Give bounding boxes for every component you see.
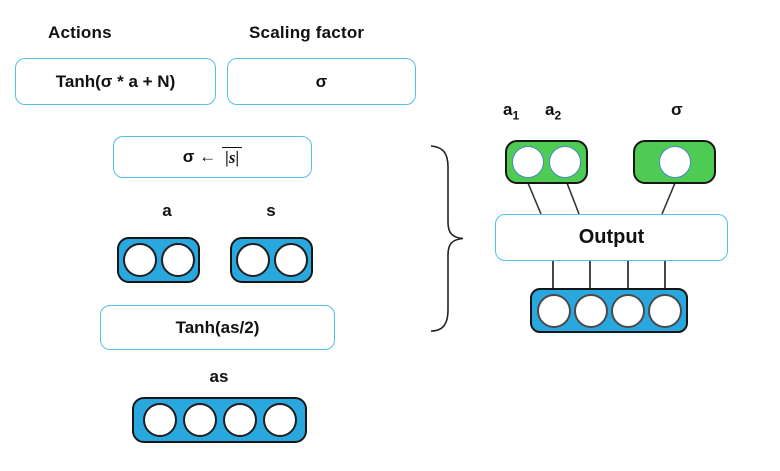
sigma-update-box: σ ← |s|: [113, 136, 312, 178]
unit-node: [610, 293, 645, 328]
sigma-update-overlined-term: |s|: [222, 146, 243, 168]
a2-base: a: [545, 100, 555, 119]
scaling-formula-box: σ: [227, 58, 416, 105]
a2-sub: 2: [554, 108, 562, 123]
tanh-as-text: Tanh(as/2): [175, 317, 260, 337]
curly-brace: [430, 145, 464, 332]
scaling-factor-heading: Scaling factor: [249, 23, 365, 42]
sigma-head-label: σ: [671, 100, 683, 119]
unit-node: [122, 243, 157, 277]
unit-node: [512, 146, 544, 178]
a-vector-label: a: [162, 201, 172, 220]
unit-node: [273, 243, 308, 277]
unit-node: [658, 146, 691, 178]
unit-node: [142, 403, 177, 437]
output-box-text: Output: [578, 226, 645, 248]
output-box: Output: [495, 214, 728, 261]
sigma-update-prefix: σ ←: [182, 147, 217, 166]
unit-node: [262, 403, 297, 437]
action-heads-box: [505, 140, 588, 184]
actions-formula-text: Tanh(σ * a + N): [55, 71, 176, 91]
a1-base: a: [503, 100, 513, 119]
unit-node: [235, 243, 270, 277]
tanh-as-box: Tanh(as/2): [100, 305, 335, 350]
unit-node: [536, 293, 571, 328]
unit-node: [182, 403, 217, 437]
s-vector-box: [230, 237, 313, 283]
connection-line-a1: [527, 182, 542, 215]
s-vector-label: s: [266, 201, 276, 220]
a1-head-label: a1: [503, 100, 519, 122]
unit-node: [160, 243, 195, 277]
sigma-head-box: [633, 140, 716, 184]
unit-node: [549, 146, 581, 178]
a1-sub: 1: [512, 108, 520, 123]
scaling-formula-text: σ: [315, 71, 328, 91]
hidden-layer-box: [530, 288, 688, 333]
unit-node: [573, 293, 608, 328]
actions-formula-box: Tanh(σ * a + N): [15, 58, 216, 105]
as-vector-label: as: [209, 367, 229, 386]
unit-node: [222, 403, 257, 437]
unit-node: [647, 293, 682, 328]
a-vector-box: [117, 237, 200, 283]
connection-line-sigma: [661, 182, 676, 215]
connection-line-a2: [566, 182, 580, 215]
a2-head-label: a2: [545, 100, 561, 122]
as-vector-box: [132, 397, 307, 443]
actions-heading: Actions: [48, 23, 112, 42]
